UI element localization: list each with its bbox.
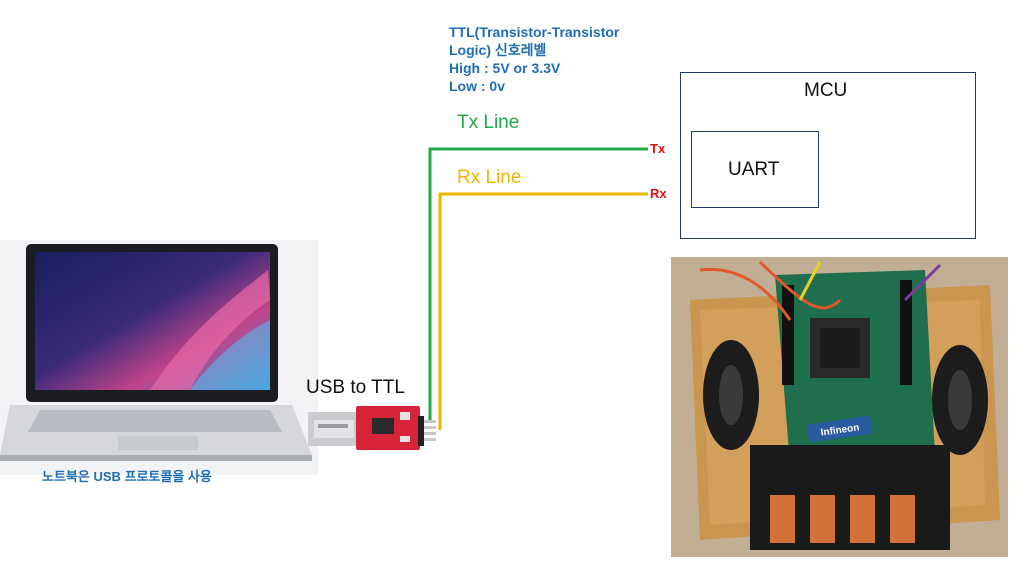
ttl-note-line-1: TTL(Transistor-Transistor — [449, 24, 620, 40]
tx-line — [428, 147, 648, 420]
laptop-image — [0, 240, 318, 475]
mcu-box — [680, 72, 976, 239]
rx-pin-label: Rx — [650, 186, 667, 201]
uart-box — [691, 131, 819, 208]
mcu-board-photo: Infineon — [671, 257, 1008, 557]
ttl-signal-note: TTL(Transistor-Transistor Logic) 신호레벨 Hi… — [449, 23, 649, 95]
rx-line-label: Rx Line — [457, 167, 522, 188]
usb-ttl-adapter-image — [308, 406, 436, 450]
usb-ttl-label: USB to TTL — [306, 377, 405, 398]
rx-line — [438, 192, 648, 430]
laptop-caption: 노트북은 USB 프로토콜을 사용 — [42, 469, 212, 484]
mcu-label: MCU — [804, 80, 848, 101]
infineon-logo: Infineon — [820, 422, 860, 438]
uart-label: UART — [728, 159, 780, 180]
ttl-note-line-3: High : 5V or 3.3V — [449, 60, 561, 76]
ttl-note-line-4: Low : 0v — [449, 78, 506, 94]
tx-line-label: Tx Line — [457, 112, 520, 133]
ttl-note-line-2: Logic) 신호레벨 — [449, 42, 547, 58]
tx-pin-label: Tx — [650, 141, 666, 156]
